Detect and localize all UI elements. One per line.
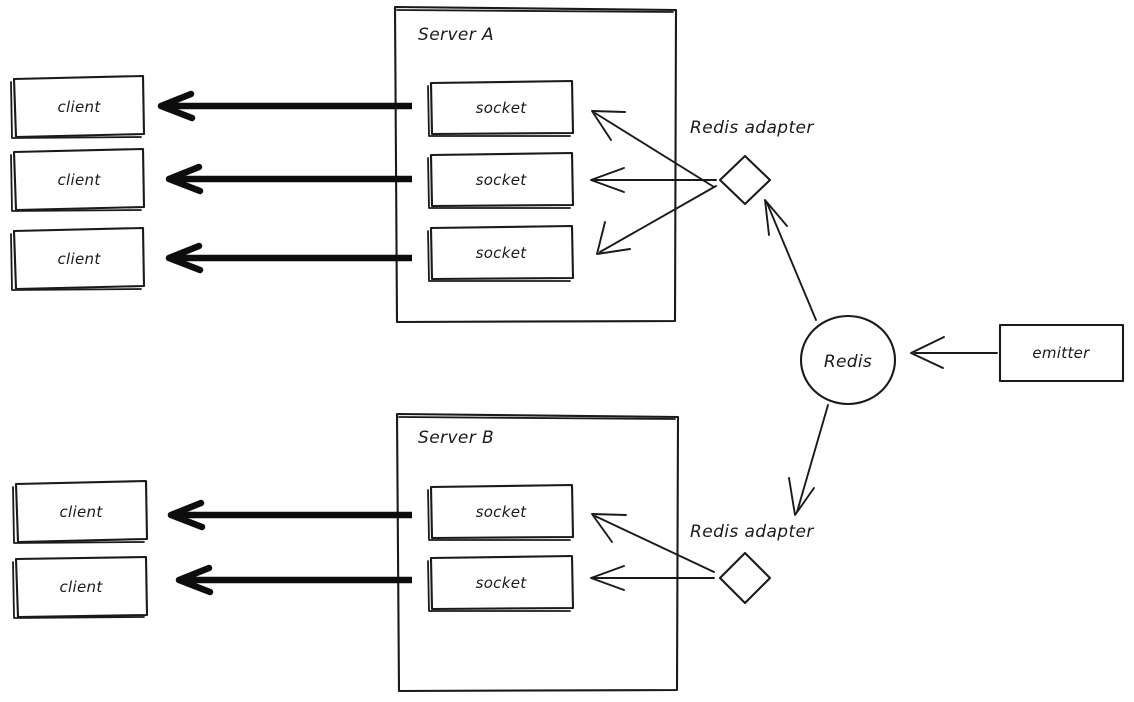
server-a-socket-1[interactable]: socket bbox=[427, 79, 575, 137]
arrow-emitter-to-redis bbox=[910, 336, 998, 369]
client-label: client bbox=[58, 250, 102, 268]
arrow-socket-to-client-a3 bbox=[165, 242, 412, 274]
server-b-socket-2[interactable]: socket bbox=[427, 554, 575, 612]
client-a-2[interactable]: client bbox=[10, 147, 146, 212]
arrow-adapter-b-to-socket2 bbox=[590, 565, 715, 591]
arrow-redis-to-adapter-b bbox=[788, 404, 829, 516]
emitter-label: emitter bbox=[1032, 344, 1090, 362]
redis-adapter-a-diamond[interactable] bbox=[718, 154, 772, 206]
server-b-box-sketch-overlay bbox=[398, 416, 676, 420]
client-box[interactable] bbox=[12, 147, 146, 212]
redis-label: Redis bbox=[824, 352, 872, 372]
socket-box[interactable] bbox=[429, 79, 575, 136]
client-box-sketch-overlay bbox=[10, 233, 142, 291]
server-a-box-sketch-overlay bbox=[396, 9, 674, 13]
emitter-group[interactable]: emitter bbox=[998, 323, 1125, 383]
server-b-box[interactable] bbox=[395, 412, 680, 693]
redis-adapter-b-group[interactable]: Redis adapter bbox=[690, 522, 814, 605]
client-box-sketch-overlay bbox=[10, 81, 142, 139]
socket-box-sketch-overlay bbox=[427, 489, 571, 541]
client-box[interactable] bbox=[14, 479, 149, 544]
client-box-sketch-overlay bbox=[12, 561, 145, 619]
server-b-socket-1[interactable]: socket bbox=[427, 483, 575, 541]
arrow-adapter-a-to-socket2 bbox=[590, 167, 717, 193]
arrow-socket-to-client-b2 bbox=[175, 564, 412, 596]
client-b-2[interactable]: client bbox=[12, 555, 149, 619]
redis-adapter-b-label: Redis adapter bbox=[690, 522, 814, 542]
client-a-3[interactable]: client bbox=[10, 226, 146, 291]
socket-label: socket bbox=[476, 171, 528, 189]
client-a-1[interactable]: client bbox=[10, 74, 146, 139]
client-label: client bbox=[60, 578, 104, 596]
socket-box[interactable] bbox=[429, 224, 575, 281]
emitter-box[interactable] bbox=[998, 323, 1125, 383]
server-a-group[interactable]: Server A bbox=[393, 5, 678, 324]
client-b-1[interactable]: client bbox=[12, 479, 149, 544]
client-box[interactable] bbox=[14, 555, 149, 619]
server-a-socket-3[interactable]: socket bbox=[427, 224, 575, 282]
client-label: client bbox=[58, 171, 102, 189]
client-box-sketch-overlay bbox=[12, 486, 145, 544]
socket-box[interactable] bbox=[429, 483, 575, 540]
server-a-title: Server A bbox=[418, 25, 494, 45]
redis-circle[interactable] bbox=[799, 314, 897, 406]
arrow-adapter-a-to-socket3 bbox=[596, 185, 717, 255]
client-label: client bbox=[60, 503, 104, 521]
socket-label: socket bbox=[476, 99, 528, 117]
socket-box-sketch-overlay bbox=[427, 560, 571, 612]
arrow-socket-to-client-a2 bbox=[165, 163, 412, 195]
arrow-adapter-a-to-socket1 bbox=[591, 110, 715, 188]
server-b-title: Server B bbox=[418, 428, 494, 448]
socket-label: socket bbox=[476, 574, 528, 592]
socket-box-sketch-overlay bbox=[427, 85, 571, 137]
arrow-adapter-b-to-socket1 bbox=[591, 513, 715, 573]
client-box-sketch-overlay bbox=[10, 154, 142, 212]
socket-box-sketch-overlay bbox=[427, 157, 571, 209]
redis-broker-group[interactable]: Redis bbox=[799, 314, 897, 406]
client-box[interactable] bbox=[12, 74, 146, 139]
client-box[interactable] bbox=[12, 226, 146, 291]
arrow-socket-to-client-b1 bbox=[167, 499, 412, 531]
arrow-socket-to-client-a1 bbox=[157, 90, 412, 122]
redis-adapter-b-diamond[interactable] bbox=[718, 551, 772, 605]
server-b-group[interactable]: Server B bbox=[395, 412, 680, 693]
client-label: client bbox=[58, 98, 102, 116]
socket-label: socket bbox=[476, 503, 528, 521]
socket-box[interactable] bbox=[429, 151, 575, 208]
socket-box[interactable] bbox=[429, 554, 575, 611]
server-a-box[interactable] bbox=[393, 5, 678, 324]
socket-box-sketch-overlay bbox=[427, 230, 571, 282]
arrow-redis-to-adapter-a bbox=[764, 199, 817, 321]
redis-adapter-a-group[interactable]: Redis adapter bbox=[690, 118, 814, 206]
redis-adapter-a-label: Redis adapter bbox=[690, 118, 814, 138]
socket-label: socket bbox=[476, 244, 528, 262]
server-a-socket-2[interactable]: socket bbox=[427, 151, 575, 209]
